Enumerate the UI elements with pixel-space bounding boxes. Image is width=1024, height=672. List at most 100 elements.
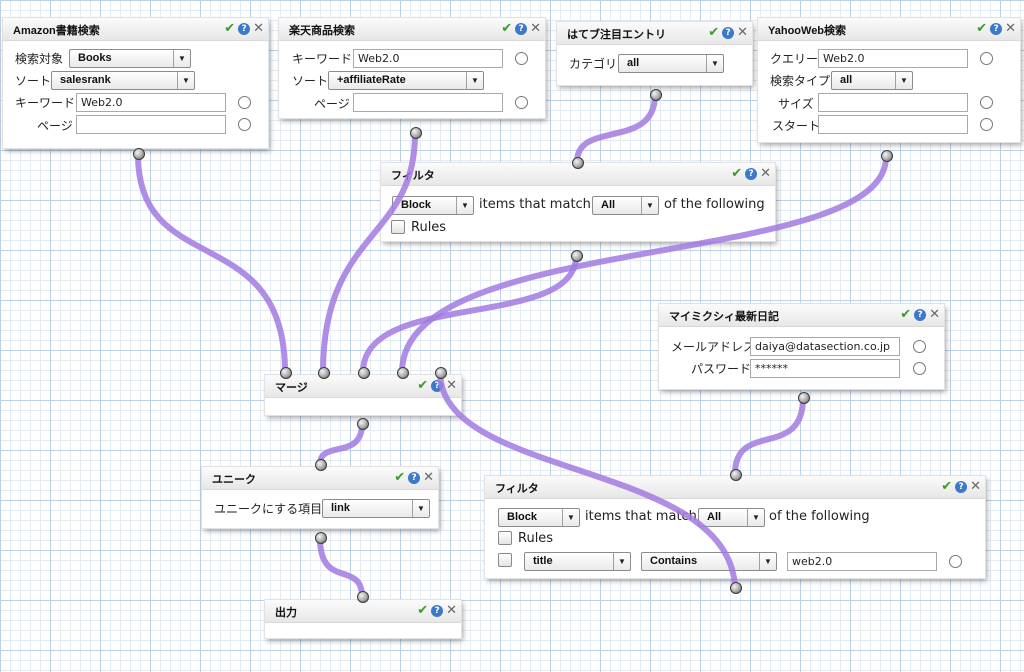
help-icon[interactable]: ?: [745, 168, 758, 180]
amazon-keyword-input[interactable]: Web2.0: [76, 93, 226, 112]
hatena-title: はてブ注目エントリ: [567, 29, 666, 41]
merge-input-terminal-4[interactable]: [397, 367, 409, 379]
amazon-sort-select[interactable]: salesrank ▼: [51, 71, 195, 90]
ok-check-icon[interactable]: ✔: [417, 378, 429, 393]
yahoo-type-select[interactable]: all ▼: [831, 71, 913, 90]
unique-input-terminal[interactable]: [315, 459, 327, 471]
mixi-email-radio[interactable]: [913, 340, 926, 353]
rakuten-keyword-input[interactable]: Web2.0: [353, 49, 503, 68]
help-icon[interactable]: ?: [722, 27, 735, 39]
rakuten-keyword-radio[interactable]: [515, 52, 528, 65]
close-icon[interactable]: ✕: [446, 603, 457, 618]
hatena-header[interactable]: はてブ注目エントリ ✔ ? ✕: [557, 22, 752, 45]
help-icon[interactable]: ?: [238, 23, 251, 35]
unique-field-select[interactable]: link ▼: [322, 499, 430, 518]
hatena-module: はてブ注目エントリ ✔ ? ✕ カテゴリ all ▼: [557, 22, 752, 85]
amazon-keyword-radio[interactable]: [238, 96, 251, 109]
amazon-page-input[interactable]: [76, 115, 226, 134]
merge-input-terminal-5[interactable]: [435, 367, 447, 379]
ok-check-icon[interactable]: ✔: [731, 166, 743, 181]
merge-input-terminal-3[interactable]: [358, 367, 370, 379]
close-icon[interactable]: ✕: [970, 479, 981, 494]
mixi-email-input[interactable]: daiya@datasection.co.jp: [750, 337, 900, 356]
filter2-mode-select[interactable]: Block ▼: [498, 508, 580, 527]
mixi-header[interactable]: マイミクシィ最新日記 ✔ ? ✕: [659, 304, 944, 327]
filter2-input-terminal[interactable]: [730, 469, 742, 481]
yahoo-size-label: サイズ: [778, 97, 814, 111]
rakuten-page-label: ページ: [314, 97, 350, 111]
rakuten-header[interactable]: 楽天商品検索 ✔ ? ✕: [279, 18, 545, 41]
help-icon[interactable]: ?: [431, 605, 444, 617]
amazon-output-terminal[interactable]: [133, 148, 145, 160]
close-icon[interactable]: ✕: [423, 470, 434, 485]
hatena-category-select[interactable]: all ▼: [618, 54, 724, 73]
amazon-header[interactable]: Amazon書籍検索 ✔ ? ✕: [3, 18, 268, 41]
close-icon[interactable]: ✕: [929, 307, 940, 322]
merge-output-terminal[interactable]: [357, 418, 369, 430]
yahoo-header[interactable]: YahooWeb検索 ✔ ? ✕: [758, 18, 1020, 41]
filter2-rule-text-input[interactable]: web2.0: [787, 552, 937, 571]
help-icon[interactable]: ?: [431, 380, 444, 392]
output-input-terminal[interactable]: [357, 591, 369, 603]
yahoo-start-radio[interactable]: [980, 118, 993, 131]
ok-check-icon[interactable]: ✔: [501, 21, 513, 36]
merge-input-terminal-1[interactable]: [280, 367, 292, 379]
close-icon[interactable]: ✕: [737, 25, 748, 40]
filter1-match-select[interactable]: All ▼: [592, 196, 659, 215]
filter2-rule-checkbox[interactable]: [498, 553, 512, 567]
merge-input-terminal-2[interactable]: [318, 367, 330, 379]
close-icon[interactable]: ✕: [760, 166, 771, 181]
close-icon[interactable]: ✕: [530, 21, 541, 36]
ok-check-icon[interactable]: ✔: [224, 21, 236, 36]
close-icon[interactable]: ✕: [253, 21, 264, 36]
filter1-rules-checkbox[interactable]: [391, 220, 405, 234]
ok-check-icon[interactable]: ✔: [417, 603, 429, 618]
filter2-rules-checkbox[interactable]: [498, 531, 512, 545]
amazon-target-select[interactable]: Books ▼: [69, 49, 191, 68]
close-icon[interactable]: ✕: [446, 378, 457, 393]
rakuten-sort-select[interactable]: +affiliateRate ▼: [328, 71, 484, 90]
filter2-rule-text-radio[interactable]: [949, 555, 962, 568]
rakuten-page-input[interactable]: [353, 93, 503, 112]
close-icon[interactable]: ✕: [1005, 21, 1016, 36]
help-icon[interactable]: ?: [955, 481, 968, 493]
ok-check-icon[interactable]: ✔: [900, 307, 912, 322]
filter1-mode-select[interactable]: Block ▼: [392, 196, 474, 215]
unique-output-terminal[interactable]: [315, 532, 327, 544]
output-header[interactable]: 出力 ✔ ? ✕: [265, 600, 461, 623]
help-icon[interactable]: ?: [990, 23, 1003, 35]
mixi-output-terminal[interactable]: [798, 392, 810, 404]
yahoo-query-input[interactable]: Web2.0: [818, 49, 968, 68]
mixi-module: マイミクシィ最新日記 ✔ ? ✕ メールアドレス daiya@datasecti…: [659, 304, 944, 389]
yahoo-start-input[interactable]: [818, 115, 968, 134]
help-icon[interactable]: ?: [408, 472, 421, 484]
filter2-rule-op-select[interactable]: Contains ▼: [641, 552, 777, 571]
filter2-match-select[interactable]: All ▼: [698, 508, 765, 527]
unique-header[interactable]: ユニーク ✔ ? ✕: [202, 467, 438, 490]
yahoo-output-terminal[interactable]: [881, 150, 893, 162]
filter1-output-terminal[interactable]: [571, 250, 583, 262]
yahoo-size-input[interactable]: [818, 93, 968, 112]
help-icon[interactable]: ?: [914, 309, 927, 321]
filter2-output-terminal[interactable]: [730, 582, 742, 594]
rakuten-module: 楽天商品検索 ✔ ? ✕ キーワード Web2.0 ソート +affiliate…: [279, 18, 545, 118]
filter1-input-terminal[interactable]: [572, 157, 584, 169]
amazon-page-radio[interactable]: [238, 118, 251, 131]
mixi-password-input[interactable]: ******: [750, 359, 900, 378]
rakuten-page-radio[interactable]: [515, 96, 528, 109]
ok-check-icon[interactable]: ✔: [976, 21, 988, 36]
filter2-following-text: of the following: [769, 509, 870, 524]
ok-check-icon[interactable]: ✔: [941, 479, 953, 494]
hatena-output-terminal[interactable]: [650, 89, 662, 101]
ok-check-icon[interactable]: ✔: [394, 470, 406, 485]
filter2-rule-field-select[interactable]: title ▼: [524, 552, 631, 571]
merge-module: マージ ✔ ? ✕: [265, 375, 461, 415]
help-icon[interactable]: ?: [515, 23, 528, 35]
mixi-password-radio[interactable]: [913, 362, 926, 375]
rakuten-output-terminal[interactable]: [410, 127, 422, 139]
yahoo-query-radio[interactable]: [980, 52, 993, 65]
yahoo-size-radio[interactable]: [980, 96, 993, 109]
filter1-mode-value: Block: [401, 199, 431, 211]
ok-check-icon[interactable]: ✔: [708, 25, 720, 40]
unique-module: ユニーク ✔ ? ✕ ユニークにする項目 link ▼: [202, 467, 438, 528]
